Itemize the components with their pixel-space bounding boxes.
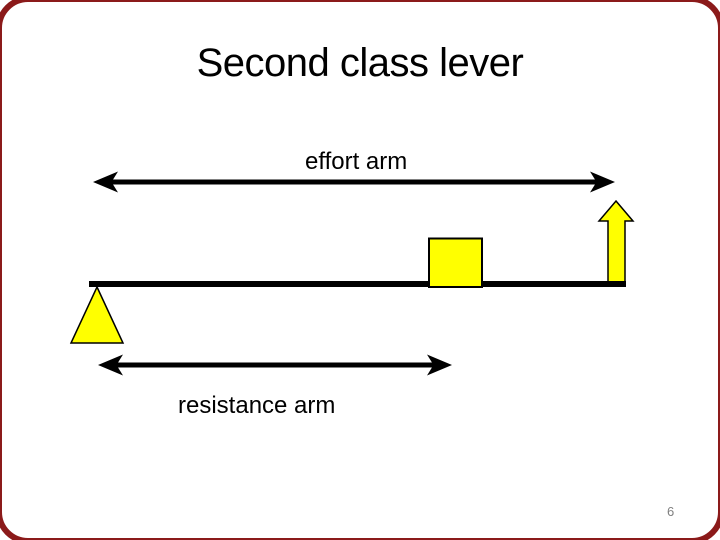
effort-force-up-arrow	[597, 199, 635, 284]
arrow-right-head-icon	[427, 354, 452, 376]
lever-bar	[89, 281, 626, 287]
slide-title: Second class lever	[196, 41, 524, 85]
effort-arm-label: effort arm	[305, 148, 408, 175]
arrow-right-head-icon	[590, 171, 615, 193]
resistance-arm-label: resistance arm	[178, 392, 336, 419]
arrow-left-head-icon	[93, 171, 118, 193]
arrow-left-head-icon	[98, 354, 123, 376]
page-number: 6	[667, 504, 675, 519]
load-square	[428, 237, 483, 288]
fulcrum-triangle	[69, 285, 125, 344]
resistance-arm-arrow	[98, 354, 452, 376]
effort-arm-arrow	[93, 171, 615, 193]
